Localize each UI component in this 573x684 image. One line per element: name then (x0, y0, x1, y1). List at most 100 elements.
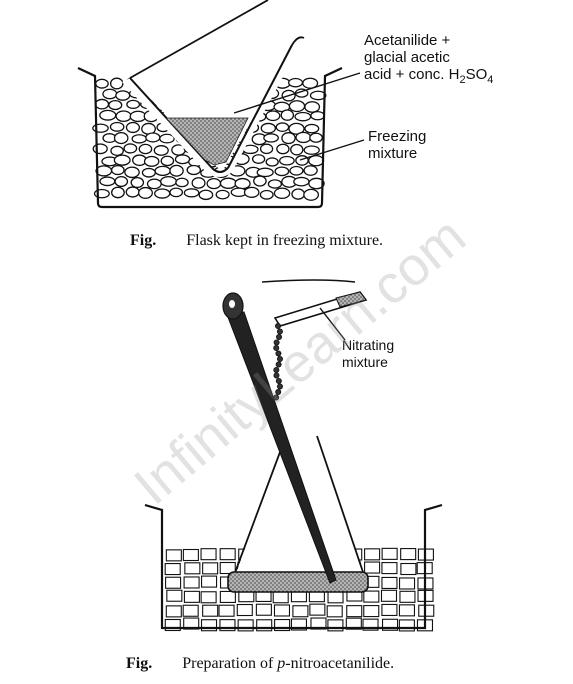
ice-stone (263, 133, 279, 143)
reagent-sub-2: 2 (459, 74, 466, 86)
reaction-liquid-1 (165, 117, 249, 166)
ice-block (292, 605, 309, 618)
ice-stone (143, 155, 160, 167)
flask-interior-1 (130, 45, 295, 172)
ice-stone (288, 122, 305, 135)
ice-block (381, 603, 398, 617)
ice-block (182, 604, 199, 617)
ice-stone (160, 175, 178, 187)
ice-stone (99, 109, 117, 121)
ice-stone (274, 166, 290, 177)
freezing-label-line-1: Freezing (368, 128, 427, 145)
nitrating-label-line-1: Nitrating (342, 337, 395, 353)
ice-stone (260, 122, 277, 134)
ice-block (345, 617, 362, 630)
ice-block (255, 603, 272, 616)
ice-block (398, 577, 416, 590)
ice-stone (275, 122, 290, 133)
ice-stone (288, 100, 306, 113)
ice-block (273, 604, 291, 617)
ice-block (219, 619, 236, 632)
conical-flask-1 (122, 45, 300, 177)
ice-stone (154, 188, 171, 199)
ice-stone (309, 90, 327, 101)
figure2-caption: Fig.Preparation of p-nitroacetanilide. (126, 655, 394, 673)
ice-stone (110, 145, 124, 157)
ice-block (363, 590, 380, 603)
ice-stone (129, 110, 147, 123)
ice-stone (159, 133, 175, 144)
ice-stone (123, 143, 138, 154)
ice-stone (109, 77, 124, 90)
ice-stone (293, 176, 310, 187)
beaker-1 (77, 67, 343, 209)
ice-stone (295, 131, 312, 144)
ice-stone (259, 143, 274, 155)
reagent-label-line-3: acid + conc. H2SO4 (364, 66, 534, 89)
ice-block (200, 619, 218, 632)
ice-stone (267, 179, 283, 189)
nitrating-drop (276, 383, 283, 390)
ice-stone (131, 134, 147, 144)
nitrating-drop (275, 377, 282, 384)
freezing-pointer-line (299, 139, 365, 161)
ice-block (184, 562, 201, 575)
ice-stone (130, 176, 145, 189)
ice-block (219, 561, 236, 575)
reagent-sub-4: 4 (487, 74, 494, 86)
ice-stone (169, 187, 184, 198)
nitrating-drop (273, 372, 280, 379)
ice-block (200, 591, 217, 604)
ice-stone (304, 101, 321, 113)
ice-block (418, 604, 435, 617)
ice-stone (115, 110, 132, 122)
ice-stone (174, 154, 191, 165)
ice-block (202, 604, 219, 617)
nitrating-drop (276, 328, 283, 335)
nitrating-drop (276, 355, 283, 362)
reagent-pointer-line (233, 72, 361, 114)
ice-block (183, 590, 200, 603)
ice-stone (273, 187, 291, 200)
ice-stone (153, 145, 169, 156)
ice-stone (102, 88, 118, 100)
ice-stone (259, 189, 274, 200)
ice-stone (265, 110, 281, 122)
ice-block (166, 589, 183, 602)
ice-stone (191, 177, 206, 189)
ice-stone (111, 186, 125, 199)
ice-stone (109, 121, 125, 132)
ice-block (201, 575, 218, 588)
ice-stone (160, 155, 175, 167)
ice-stone (265, 157, 279, 167)
ice-stone (303, 165, 318, 176)
ice-block (272, 591, 289, 604)
ice-block (398, 604, 416, 617)
ice-stone (95, 78, 109, 89)
ice-block (364, 548, 381, 561)
ice-block (165, 576, 182, 589)
ice-block (183, 576, 200, 589)
ice-block (165, 605, 182, 618)
ice-stone (290, 143, 304, 156)
ice-stone (279, 155, 295, 166)
ice-stone (287, 77, 304, 88)
ice-block (274, 618, 291, 632)
ice-stone (99, 176, 116, 187)
nitrating-drop (275, 361, 282, 368)
ice-block (327, 591, 344, 604)
ice-block (362, 618, 379, 631)
ice-stone (145, 132, 161, 143)
ice-stone (198, 189, 214, 201)
ice-stone (215, 189, 230, 200)
ice-block (237, 619, 254, 632)
ice-block (236, 603, 253, 617)
nitrating-drop (276, 333, 283, 340)
ice-stone (141, 167, 156, 178)
freezing-label-line-2: mixture (368, 145, 418, 162)
nitrating-drop (273, 344, 280, 351)
ice-stone (175, 177, 189, 188)
figure1-caption-tag: Fig. (130, 232, 157, 249)
freezing-label: Freezing mixture (368, 128, 426, 162)
ice-stone (108, 99, 123, 111)
